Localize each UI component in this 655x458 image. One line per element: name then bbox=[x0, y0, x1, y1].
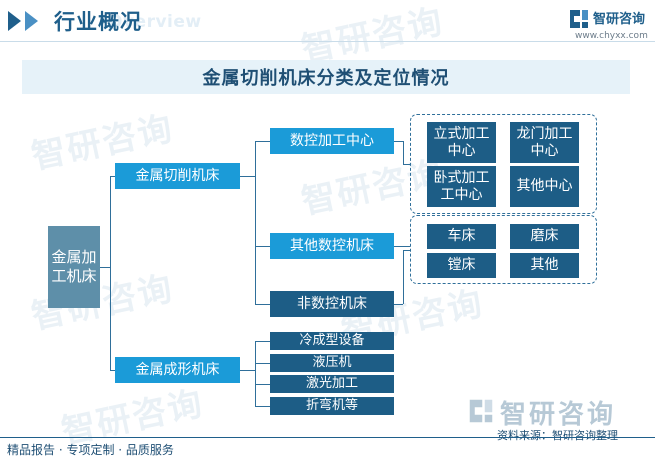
logo-icon bbox=[469, 399, 493, 423]
connector-line bbox=[394, 141, 403, 142]
node-laser-processing: 激光加工 bbox=[270, 375, 394, 393]
node-grinder: 磨床 bbox=[510, 224, 579, 249]
connector-line bbox=[403, 250, 404, 304]
connector-line bbox=[110, 370, 115, 371]
group-cnc-center-types bbox=[410, 114, 597, 214]
connector-line bbox=[240, 370, 255, 371]
footer-slogan: 精品报告 · 专项定制 · 品质服务 bbox=[7, 443, 174, 457]
logo-name: 智研咨询 bbox=[593, 12, 646, 27]
chevron-icon bbox=[25, 11, 38, 31]
data-source: 资料来源：智研咨询整理 bbox=[497, 429, 618, 442]
node-metal-forming: 金属成形机床 bbox=[115, 357, 240, 383]
root-node: 金属加工机床 bbox=[48, 226, 100, 308]
logo-icon bbox=[570, 10, 588, 28]
connector-line bbox=[403, 164, 410, 165]
connector-line bbox=[110, 176, 115, 177]
logo-url: www.chyxx.com bbox=[575, 31, 648, 41]
connector-line bbox=[394, 246, 410, 247]
node-bending-machine: 折弯机等 bbox=[270, 397, 394, 415]
node-vertical-center: 立式加工中心 bbox=[427, 122, 496, 163]
connector-line bbox=[403, 141, 404, 164]
node-lathe: 车床 bbox=[427, 224, 496, 249]
node-hydraulic-press: 液压机 bbox=[270, 354, 394, 372]
connector-line bbox=[394, 304, 403, 305]
connector-line bbox=[255, 384, 270, 385]
connector-line bbox=[255, 363, 270, 364]
chevron-icon bbox=[8, 11, 21, 31]
node-horizontal-center: 卧式加工工中心 bbox=[427, 166, 496, 207]
connector-line bbox=[255, 246, 270, 247]
node-other-cnc: 其他数控机床 bbox=[270, 233, 394, 259]
connector-line bbox=[255, 341, 256, 406]
footer-logo-name: 智研咨询 bbox=[500, 400, 617, 430]
header-bg-text: Overview bbox=[108, 12, 202, 32]
node-other-machine: 其他 bbox=[510, 253, 579, 278]
diagram-title: 金属切削机床分类及定位情况 bbox=[22, 60, 630, 94]
connector-line bbox=[255, 141, 256, 304]
page-title: 行业概况 bbox=[54, 10, 142, 34]
footer-divider bbox=[0, 437, 655, 438]
node-gantry-center: 龙门加工中心 bbox=[510, 122, 579, 163]
node-boring: 镗床 bbox=[427, 253, 496, 278]
connector-line bbox=[403, 250, 410, 251]
node-cnc-center: 数控加工中心 bbox=[270, 128, 394, 154]
node-cold-forming: 冷成型设备 bbox=[270, 332, 394, 350]
node-non-cnc: 非数控机床 bbox=[270, 291, 394, 317]
connector-line bbox=[255, 406, 270, 407]
node-metal-cutting: 金属切削机床 bbox=[115, 163, 240, 189]
header-divider bbox=[0, 41, 655, 42]
connector-line bbox=[100, 267, 110, 268]
connector-line bbox=[255, 304, 270, 305]
connector-line bbox=[110, 176, 111, 370]
connector-line bbox=[255, 141, 270, 142]
connector-line bbox=[255, 341, 270, 342]
connector-line bbox=[240, 176, 255, 177]
node-other-center: 其他中心 bbox=[510, 166, 579, 207]
group-other-cnc-types bbox=[410, 215, 597, 284]
